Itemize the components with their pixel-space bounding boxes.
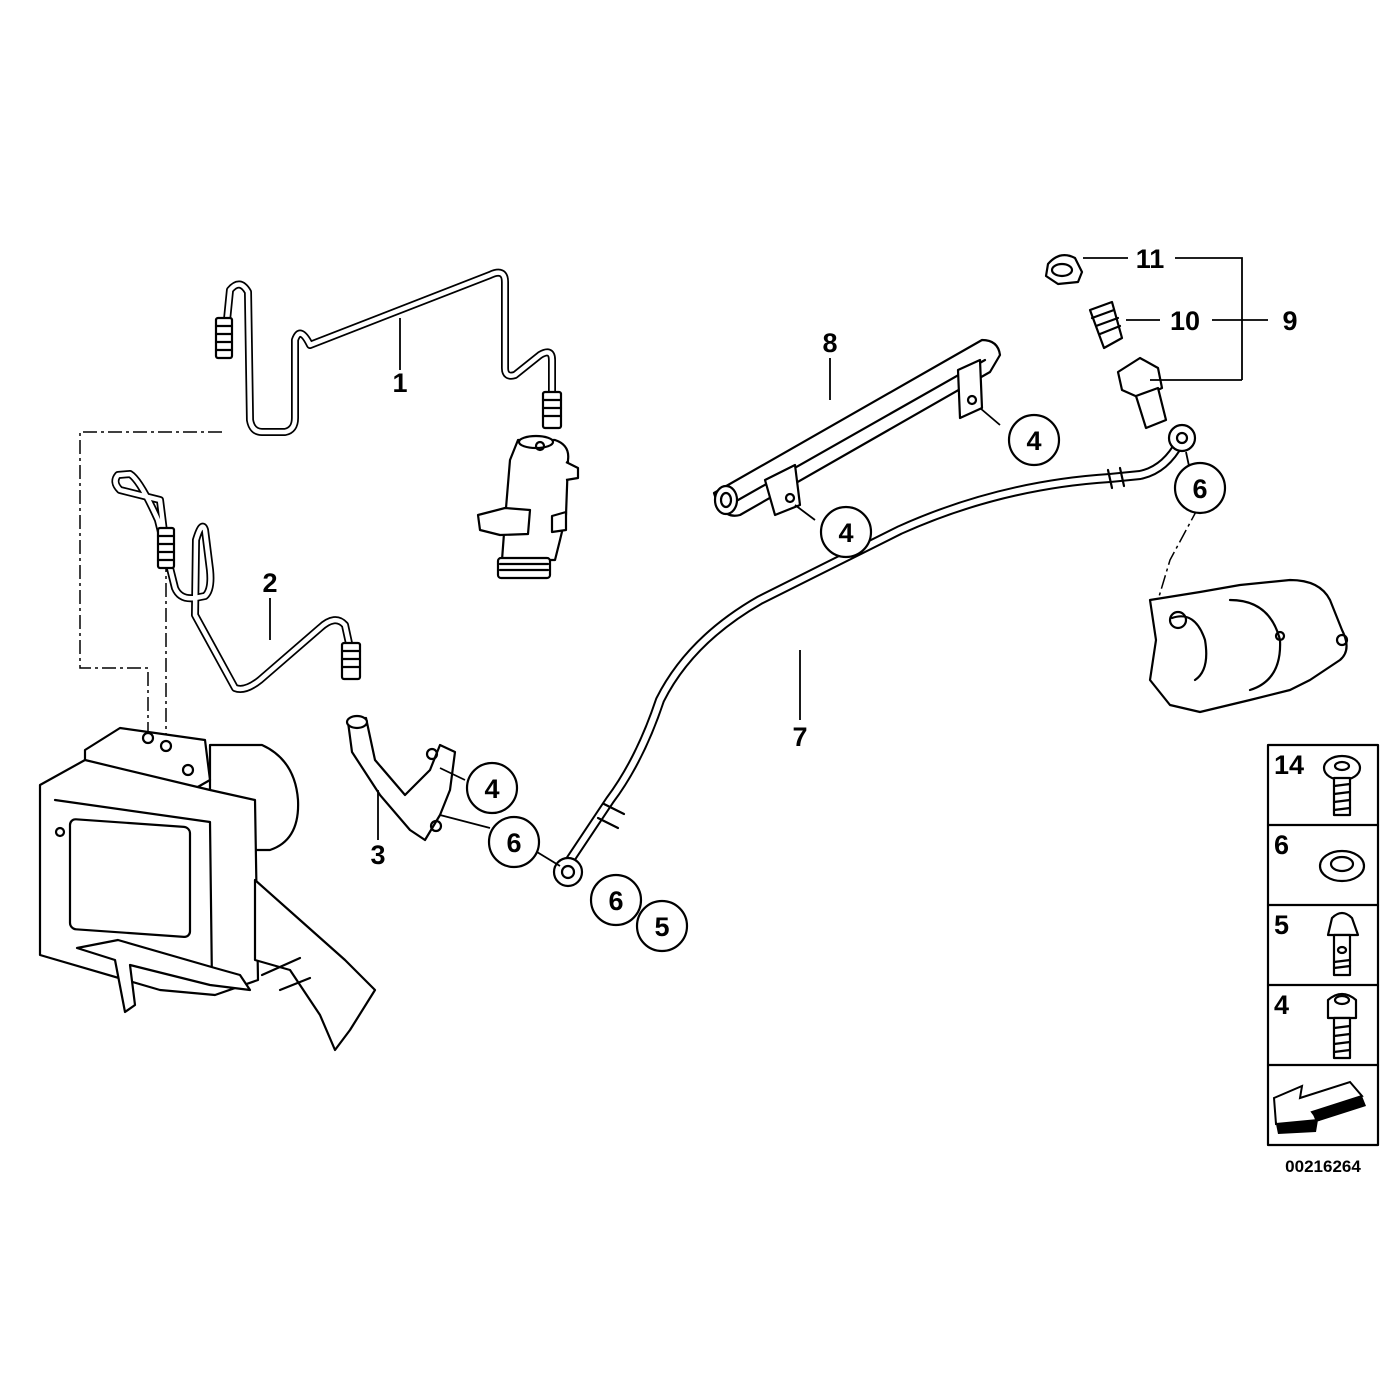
callout-7: 7 bbox=[792, 722, 807, 752]
callout-1: 1 bbox=[392, 368, 407, 398]
callout-4-bracket: 4 bbox=[484, 774, 499, 804]
banjo-bolt-icon bbox=[1326, 911, 1360, 977]
legend-label-6: 6 bbox=[1274, 830, 1289, 860]
brake-hose-7 bbox=[552, 423, 1197, 888]
bleeder-set-9 bbox=[1044, 253, 1168, 430]
callout-8: 8 bbox=[822, 328, 837, 358]
legend-label-14: 14 bbox=[1274, 750, 1304, 780]
callout-4-holder-lower: 4 bbox=[838, 518, 853, 548]
abs-hydraulic-unit bbox=[38, 726, 377, 1052]
callout-9: 9 bbox=[1282, 306, 1297, 336]
holder-8 bbox=[712, 338, 1002, 517]
brake-pipe-1 bbox=[214, 268, 563, 436]
brake-caliper bbox=[1148, 578, 1349, 714]
callout-5: 5 bbox=[654, 912, 669, 942]
brake-pipe-2 bbox=[111, 470, 362, 693]
sealing-ring-icon bbox=[1318, 849, 1366, 883]
legend-label-4: 4 bbox=[1274, 990, 1289, 1020]
callout-6-caliper: 6 bbox=[1192, 474, 1207, 504]
callout-6-bracket: 6 bbox=[506, 828, 521, 858]
legend-label-5: 5 bbox=[1274, 910, 1289, 940]
direction-arrow-icon bbox=[1272, 1080, 1366, 1134]
callout-3: 3 bbox=[370, 840, 385, 870]
reference-lines bbox=[79, 431, 1199, 745]
hex-socket-screw-icon bbox=[1326, 992, 1358, 1060]
callouts: 1 2 3 8 7 11 10 9 4 4 4 6 5 6 6 bbox=[262, 244, 1298, 953]
callout-6-hose: 6 bbox=[608, 886, 623, 916]
callout-4-holder-upper: 4 bbox=[1026, 426, 1041, 456]
diagram-id: 00216264 bbox=[1285, 1157, 1361, 1176]
leader-lines bbox=[269, 257, 1268, 867]
callout-2: 2 bbox=[262, 568, 277, 598]
legend-panel: 14 6 5 4 bbox=[1266, 743, 1380, 1147]
bracket-pipe-3 bbox=[345, 714, 457, 842]
torx-flange-screw-icon bbox=[1322, 754, 1362, 817]
callout-11: 11 bbox=[1136, 244, 1165, 274]
pressure-connector bbox=[476, 434, 580, 580]
callout-10: 10 bbox=[1170, 306, 1200, 336]
